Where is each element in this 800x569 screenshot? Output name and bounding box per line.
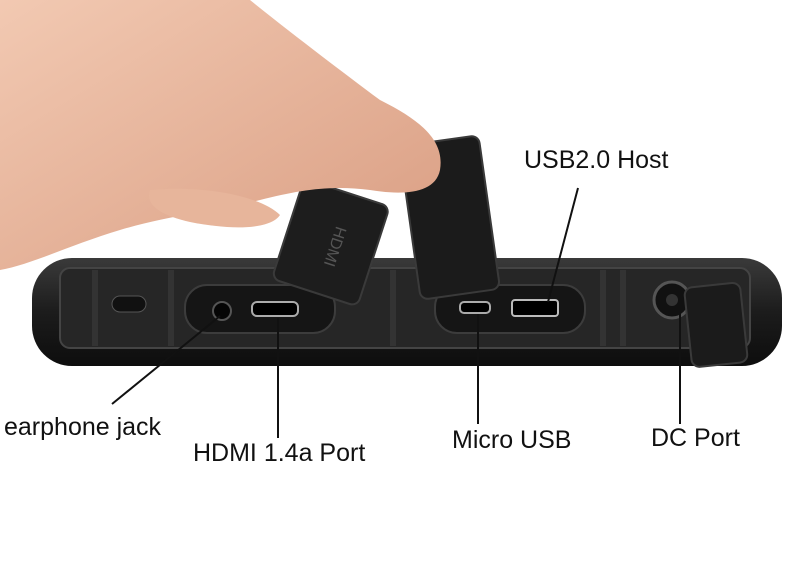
hand (0, 0, 441, 270)
label-hdmi-port: HDMI 1.4a Port (193, 439, 366, 467)
earphone-jack-port (212, 301, 232, 321)
vent-slot (111, 295, 147, 313)
port-bay-right (434, 284, 586, 334)
grip-ribs (92, 270, 626, 346)
dc-port-pin (666, 294, 678, 306)
label-micro-usb: Micro USB (452, 426, 572, 454)
leader-usb-host (547, 187, 579, 303)
leader-lines (111, 187, 681, 438)
hdmi-port (251, 301, 299, 317)
label-earphone-jack: earphone jack (4, 413, 162, 441)
thumb (149, 188, 280, 228)
usb-host-port (511, 299, 559, 317)
leader-earphone (111, 315, 221, 405)
label-usb-host: USB2.0 Host (524, 146, 669, 174)
tablet-edge (59, 267, 751, 349)
label-dc-port: DC Port (651, 424, 740, 452)
hdmi-cap: HDMI (272, 179, 389, 306)
micro-usb-port (459, 301, 491, 314)
dc-cap (683, 281, 749, 368)
